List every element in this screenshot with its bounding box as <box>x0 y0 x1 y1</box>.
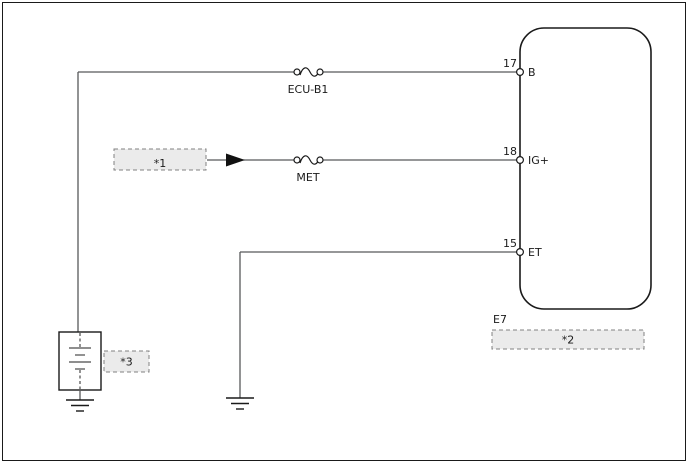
meter-placeholder-box <box>113 148 207 171</box>
flow-arrow-icon <box>226 153 245 167</box>
pin-name-ig: IG+ <box>528 154 549 167</box>
ecu-connector <box>519 27 652 310</box>
fuse-terminal-icon <box>293 156 301 164</box>
pin-name-b: B <box>528 66 536 79</box>
pin-number-18: 18 <box>503 145 517 158</box>
fuse-element-icon <box>299 67 321 77</box>
pin-number-15: 15 <box>503 237 517 250</box>
connector-placeholder-label: *2 <box>562 334 575 347</box>
placeholder-boxes <box>103 148 645 373</box>
battery-symbol <box>58 331 102 412</box>
wire-et <box>239 251 517 398</box>
pin-name-et: ET <box>528 246 542 259</box>
pin-number-17: 17 <box>503 57 517 70</box>
connector-placeholder-box <box>491 329 645 350</box>
fuse-ecu-b1-icon <box>293 67 324 77</box>
fuse-terminal-icon <box>293 68 301 76</box>
wire-b <box>77 71 517 332</box>
fuse-terminal-icon <box>316 156 324 164</box>
fuse-label-met: MET <box>296 171 319 184</box>
fuse-met-icon <box>293 155 324 165</box>
ecu-connector-outline <box>519 27 652 310</box>
ground-symbol-icon <box>66 399 94 412</box>
connector-code-label: E7 <box>493 313 507 326</box>
pin-et-terminal-icon <box>515 248 524 257</box>
battery-placeholder-box <box>103 350 150 373</box>
pin-ig-terminal-icon <box>515 156 524 165</box>
battery-cells-icon <box>69 333 91 389</box>
battery-placeholder-label: *3 <box>120 356 133 369</box>
pin-b-terminal-icon <box>515 67 524 76</box>
fuse-label-ecu-b1: ECU-B1 <box>288 83 329 96</box>
connector-pins <box>515 67 524 257</box>
ground-symbol-icon <box>226 397 254 410</box>
meter-placeholder-label: *1 <box>154 157 167 170</box>
fuse-element-icon <box>299 155 321 165</box>
fuse-terminal-icon <box>316 68 324 76</box>
